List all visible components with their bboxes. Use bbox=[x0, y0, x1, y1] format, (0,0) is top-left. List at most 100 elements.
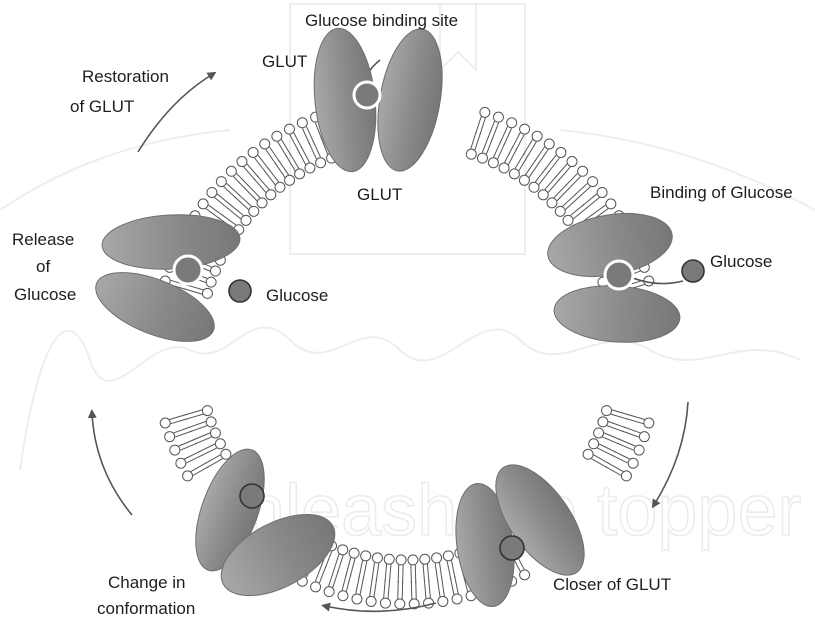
lipid-head-outer bbox=[380, 598, 390, 608]
lipid-tail bbox=[184, 451, 200, 459]
lipid-head-outer bbox=[260, 139, 270, 149]
lipid-tail bbox=[208, 205, 223, 216]
lipid-pair bbox=[395, 555, 406, 609]
lipid-tail bbox=[504, 147, 512, 163]
lipid-tail bbox=[235, 197, 248, 209]
lipid-tail bbox=[424, 580, 426, 598]
lipid-tail bbox=[254, 179, 266, 193]
lipid-tail bbox=[565, 173, 578, 186]
glucose-free-right bbox=[682, 260, 704, 282]
lipid-tail bbox=[350, 559, 355, 576]
lipid-tail bbox=[519, 155, 528, 170]
lipid-tail bbox=[554, 185, 567, 198]
lipid-head-outer bbox=[567, 157, 577, 167]
lipid-tail bbox=[612, 455, 628, 463]
lipid-tail bbox=[442, 578, 445, 596]
lipid-tail bbox=[257, 176, 269, 190]
lipid-pair bbox=[408, 555, 419, 609]
lipid-tail bbox=[586, 197, 600, 208]
lipid-head-outer bbox=[628, 458, 638, 468]
lipid-head-outer bbox=[639, 432, 649, 442]
label-release-line3: Glucose bbox=[14, 285, 76, 304]
lipid-head-outer bbox=[480, 107, 490, 117]
lipid-tail bbox=[565, 197, 578, 209]
lipid-tail bbox=[539, 170, 550, 184]
lipid-tail bbox=[233, 176, 246, 189]
lipid-head-inner bbox=[275, 182, 285, 192]
label-release-line2: of bbox=[36, 257, 50, 276]
lipid-tail bbox=[169, 414, 186, 419]
lipid-tail bbox=[534, 147, 544, 162]
lipid-tail bbox=[535, 168, 546, 182]
lipid-tail bbox=[230, 204, 244, 215]
lipid-head-outer bbox=[297, 118, 307, 128]
lipid-tail bbox=[359, 560, 363, 578]
lipid-head-inner bbox=[202, 288, 212, 298]
lipid-head-outer bbox=[311, 582, 321, 592]
lipid-tail bbox=[346, 557, 351, 574]
glucose-lower-left bbox=[240, 484, 264, 508]
lipid-head-inner bbox=[538, 190, 548, 200]
lipid-tail bbox=[227, 183, 240, 195]
glucose-left-site bbox=[174, 256, 202, 284]
lipid-head-inner bbox=[547, 198, 557, 208]
lipid-head-outer bbox=[532, 131, 542, 141]
lipid-tail bbox=[201, 448, 217, 456]
lipid-tail bbox=[612, 410, 629, 415]
glucose-binding-site-circle bbox=[354, 82, 380, 108]
label-restoration-line1: Restoration bbox=[82, 67, 169, 86]
lipid-tail bbox=[333, 570, 339, 587]
lipid-pair bbox=[420, 554, 434, 608]
lipid-tail bbox=[627, 414, 644, 419]
lipid-tail bbox=[372, 563, 375, 581]
lipid-head-outer bbox=[438, 596, 448, 606]
lipid-tail bbox=[374, 579, 377, 597]
lipid-head-inner bbox=[266, 190, 276, 200]
lipid-head-inner bbox=[372, 553, 382, 563]
lipid-head-inner bbox=[420, 554, 430, 564]
lipid-tail bbox=[549, 158, 560, 172]
lipid-tail bbox=[573, 207, 587, 218]
lipid-head-outer bbox=[160, 418, 170, 428]
lipid-head-outer bbox=[352, 594, 362, 604]
lipid-tail bbox=[515, 153, 524, 168]
lipid-pair bbox=[366, 553, 382, 607]
lipid-tail bbox=[545, 176, 557, 190]
lipid-tail bbox=[416, 581, 417, 599]
lipid-pair bbox=[176, 439, 225, 468]
lipid-pair bbox=[589, 439, 638, 468]
lipid-pair bbox=[284, 124, 315, 173]
lipid-tail bbox=[557, 188, 570, 201]
lipid-tail bbox=[508, 149, 516, 165]
lipid-tail bbox=[613, 451, 629, 459]
label-release-line1: Release bbox=[12, 230, 74, 249]
lipid-tail bbox=[455, 576, 459, 594]
lipid-head-inner bbox=[210, 266, 220, 276]
lipid-pair bbox=[466, 107, 490, 159]
lipid-tail bbox=[591, 205, 606, 216]
lipid-head-outer bbox=[621, 471, 631, 481]
lipid-head-outer bbox=[170, 445, 180, 455]
lipid-head-inner bbox=[598, 417, 608, 427]
lipid-tail bbox=[247, 164, 259, 178]
lipid-head-inner bbox=[432, 553, 442, 563]
lipid-tail bbox=[329, 569, 335, 586]
lipid-head-outer bbox=[493, 112, 503, 122]
lipid-tail bbox=[597, 448, 613, 456]
label-change-line1: Change in bbox=[108, 573, 186, 592]
lipid-head-outer bbox=[207, 187, 217, 197]
lipid-head-inner bbox=[594, 428, 604, 438]
lipid-tail bbox=[403, 565, 404, 583]
lipid-tail bbox=[429, 580, 431, 598]
lipid-tail bbox=[591, 459, 607, 468]
lipid-tail bbox=[186, 414, 203, 419]
lipid-tail bbox=[527, 142, 536, 157]
lipid-tail bbox=[415, 565, 416, 583]
lipid-head-inner bbox=[316, 158, 326, 168]
lipid-head-inner bbox=[285, 175, 295, 185]
lipid-head-inner bbox=[519, 175, 529, 185]
lipid-tail bbox=[439, 563, 442, 581]
lipid-tail bbox=[398, 565, 399, 583]
lipid-tail bbox=[294, 133, 302, 149]
lipid-head-outer bbox=[272, 131, 282, 141]
